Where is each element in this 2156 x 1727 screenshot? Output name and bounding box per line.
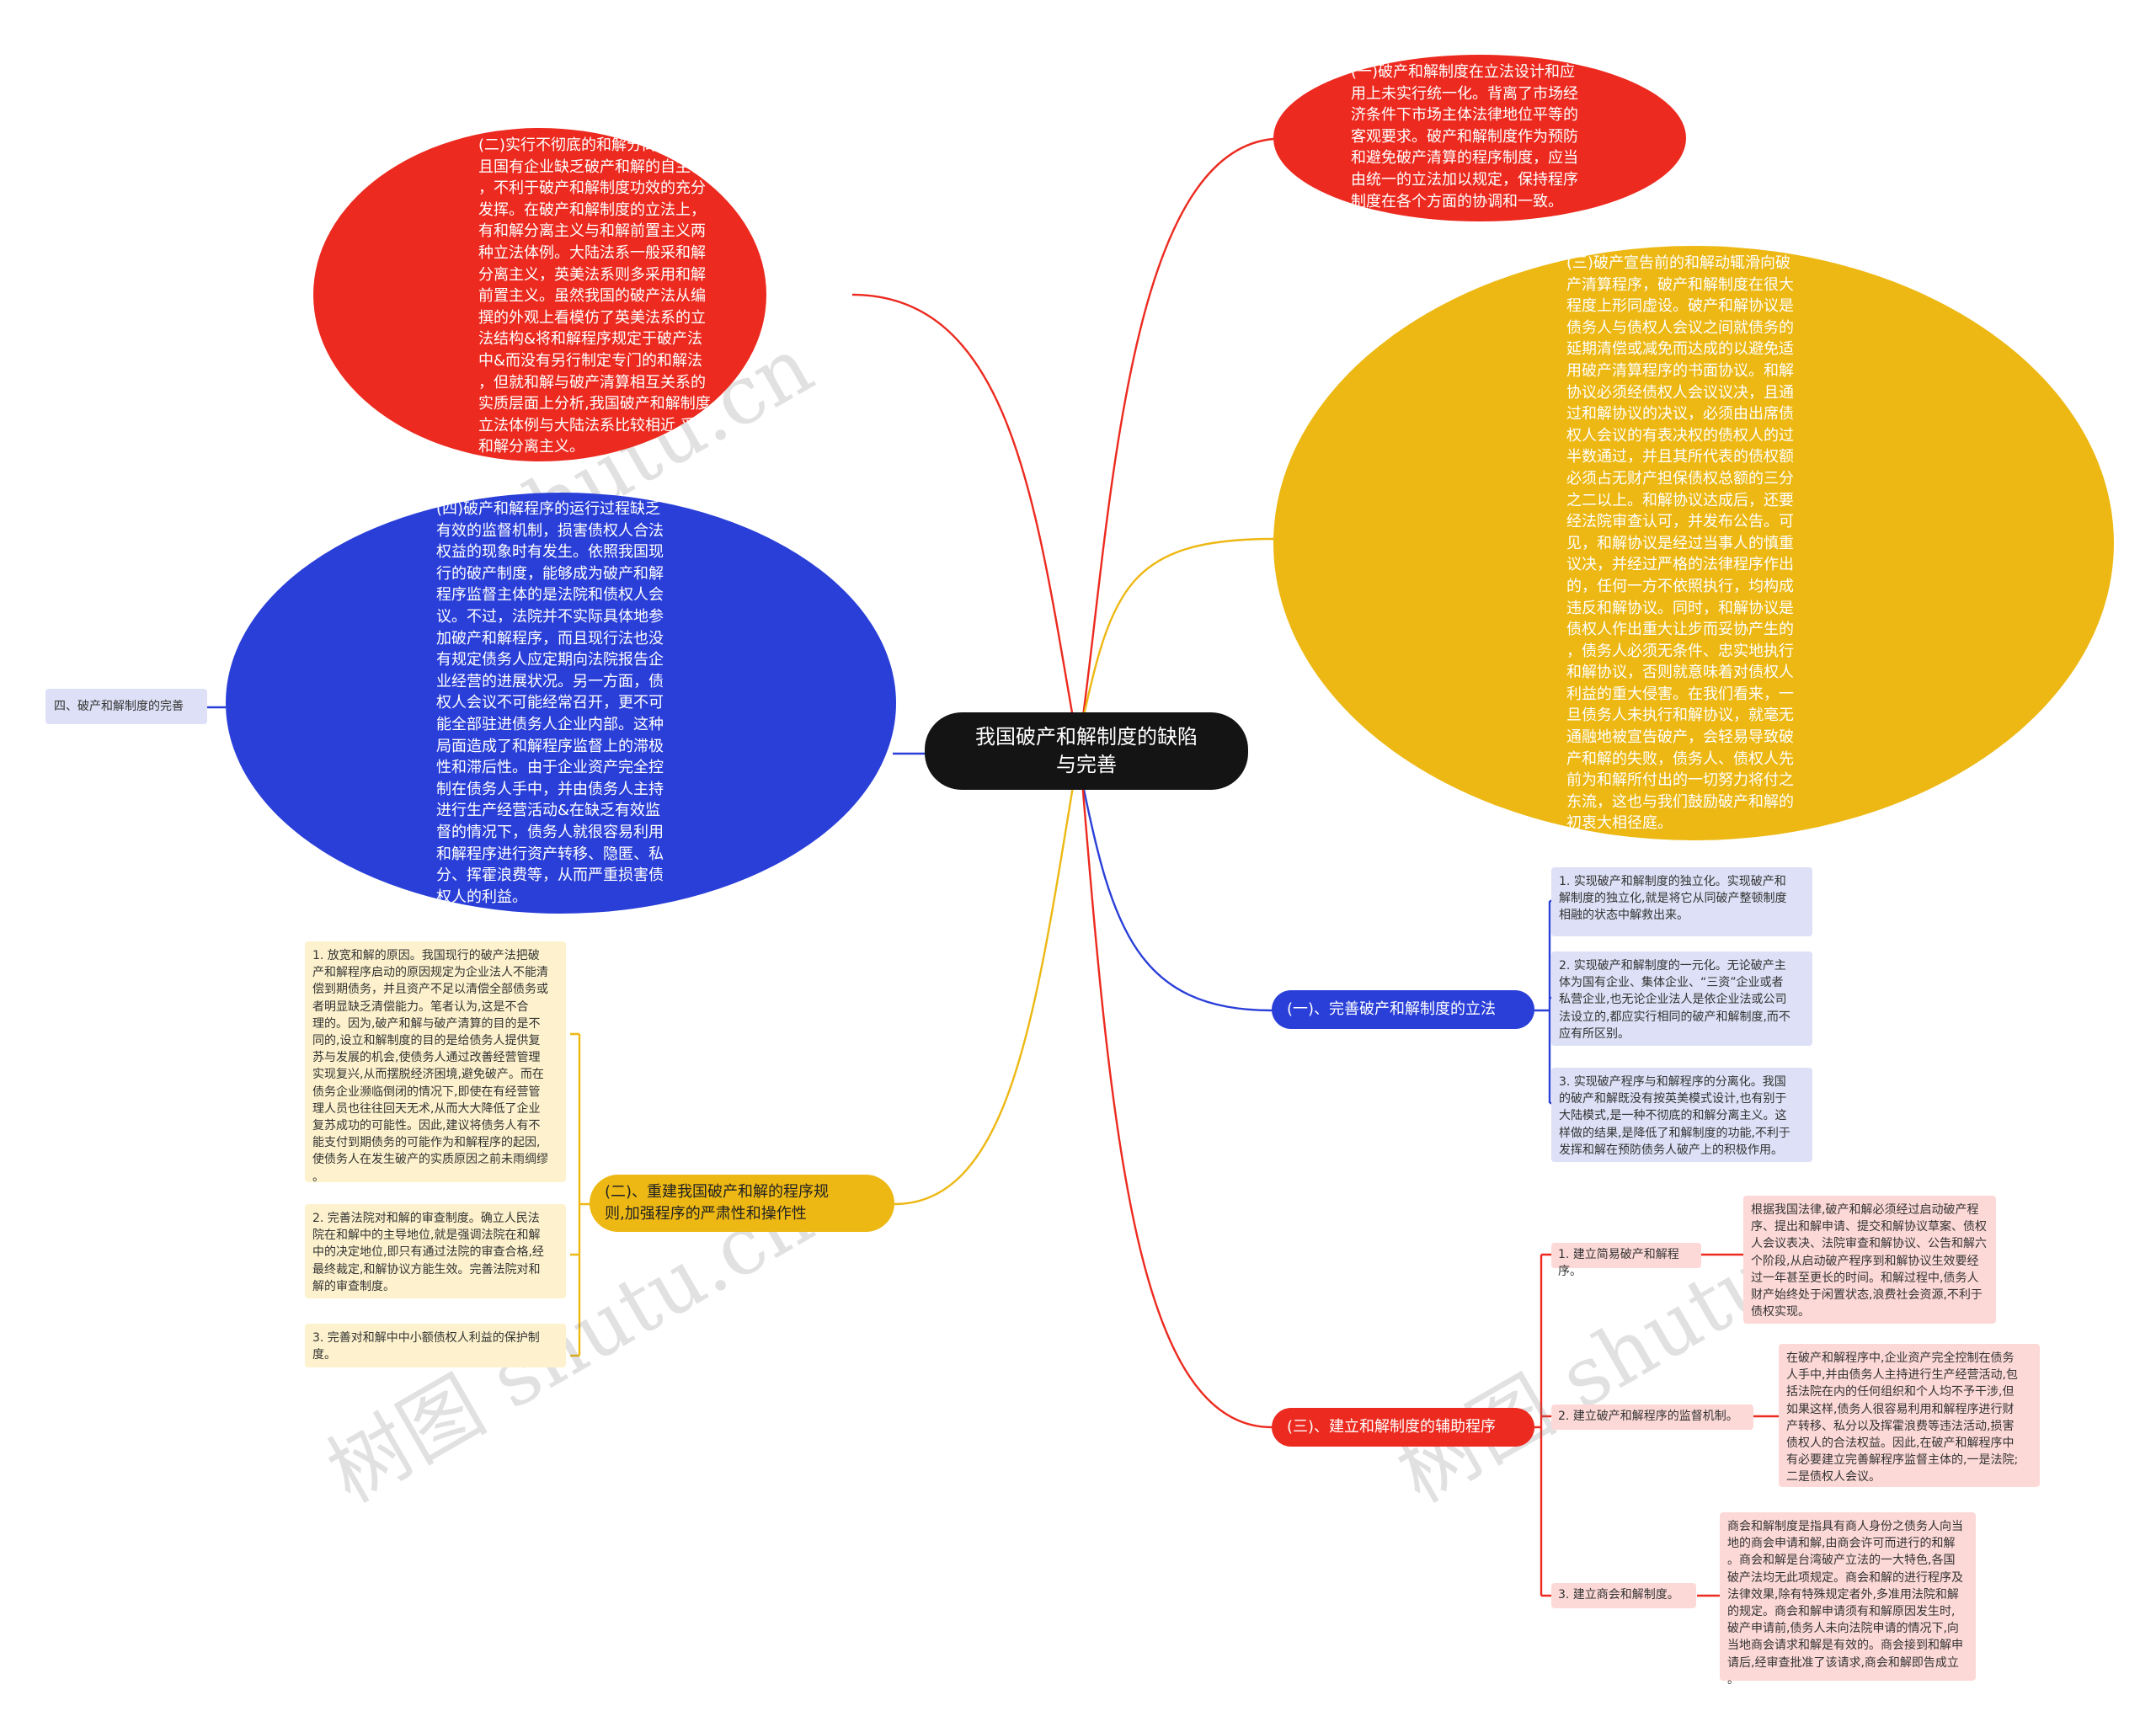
procedure-item-1[interactable]: 1. 放宽和解的原因。我国现行的破产法把破 产和解程序启动的原因规定为企业法人不… [305, 941, 566, 1184]
node-defect-2-text: (二)实行不彻底的和解分离主义， 且国有企业缺乏破产和解的自主权 ，不利于破产和… [478, 136, 711, 456]
node-defect-1-text: (一)破产和解制度在立法设计和应 用上未实行统一化。背离了市场经 济条件下市场主… [1351, 63, 1578, 211]
node-defect-2[interactable]: (二)实行不彻底的和解分离主义， 且国有企业缺乏破产和解的自主权 ，不利于破产和… [313, 128, 766, 461]
branch-auxiliary-label: (三)、建立和解制度的辅助程序 [1287, 1418, 1497, 1436]
auxiliary-item-2-detail-text: 在破产和解程序中,企业资产完全控制在债务 人手中,并由债务人主持进行生产经营活动… [1786, 1351, 2019, 1484]
node-defect-3-text: (三)破产宣告前的和解动辄滑向破 产清算程序，破产和解制度在很大 程度上形同虚设… [1566, 254, 1794, 833]
link-center-b3 [1081, 781, 1273, 1429]
auxiliary-item-1[interactable]: 1. 建立简易破产和解程序。 [1551, 1243, 1701, 1278]
branch-procedure[interactable]: (二)、重建我国破产和解的程序规 则,加强程序的严肃性和操作性 [590, 1175, 894, 1232]
link-b3-children [1534, 1253, 1551, 1597]
procedure-item-2[interactable]: 2. 完善法院对和解的审查制度。确立人民法 院在和解中的主导地位,就是强调法院在… [305, 1204, 566, 1298]
auxiliary-item-3[interactable]: 3. 建立商会和解制度。 [1551, 1583, 1696, 1608]
auxiliary-item-3-detail[interactable]: 商会和解制度是指具有商人身份之债务人向当 地的商会申请和解,由商会许可而进行的和… [1720, 1512, 1976, 1687]
legislation-item-3[interactable]: 3. 实现破产程序与和解程序的分离化。我国 的破产和解既没有按英美模式设计,也有… [1551, 1068, 1812, 1162]
legislation-item-1[interactable]: 1. 实现破产和解制度的独立化。实现破产和 解制度的独立化,就是将它从同破产整顿… [1551, 867, 1812, 936]
procedure-item-3-text: 3. 完善对和解中中小额债权人利益的保护制 度。 [312, 1331, 540, 1362]
link-b2-children [570, 1032, 590, 1357]
auxiliary-item-2[interactable]: 2. 建立破产和解程序的监督机制。 [1551, 1405, 1753, 1430]
node-defect-3[interactable]: (三)破产宣告前的和解动辄滑向破 产清算程序，破产和解制度在很大 程度上形同虚设… [1273, 246, 2114, 840]
legislation-item-2-text: 2. 实现破产和解制度的一元化。无论破产主 体为国有企业、集体企业、“三资”企业… [1559, 959, 1790, 1041]
branch-legislation-label: (一)、完善破产和解制度的立法 [1287, 1000, 1497, 1018]
procedure-item-1-text: 1. 放宽和解的原因。我国现行的破产法把破 产和解程序启动的原因规定为企业法人不… [312, 949, 548, 1184]
branch-legislation[interactable]: (一)、完善破产和解制度的立法 [1272, 990, 1534, 1029]
auxiliary-item-1-detail[interactable]: 根据我国法律,破产和解必须经过启动破产程 序、提出和解申请、提交和解协议草案、债… [1743, 1196, 1996, 1324]
branch-procedure-label: (二)、重建我国破产和解的程序规 则,加强程序的严肃性和操作性 [605, 1183, 830, 1223]
node-improvement-tag[interactable]: 四、破产和解制度的完善 [45, 689, 207, 724]
link-center-l2 [851, 293, 1075, 723]
auxiliary-item-3-text: 3. 建立商会和解制度。 [1558, 1588, 1679, 1602]
node-defect-1[interactable]: (一)破产和解制度在立法设计和应 用上未实行统一化。背离了市场经 济条件下市场主… [1273, 55, 1686, 221]
legislation-item-2[interactable]: 2. 实现破产和解制度的一元化。无论破产主 体为国有企业、集体企业、“三资”企业… [1551, 951, 1812, 1046]
auxiliary-item-3-detail-text: 商会和解制度是指具有商人身份之债务人向当 地的商会申请和解,由商会许可而进行的和… [1727, 1520, 1963, 1687]
legislation-item-1-text: 1. 实现破产和解制度的独立化。实现破产和 解制度的独立化,就是将它从同破产整顿… [1559, 875, 1787, 923]
auxiliary-item-1-text: 1. 建立简易破产和解程序。 [1558, 1248, 1679, 1279]
central-topic-text: 我国破产和解制度的缺陷 与完善 [975, 725, 1198, 776]
link-center-b1 [1081, 781, 1273, 1012]
node-defect-4[interactable]: (四)破产和解程序的运行过程缺乏 有效的监督机制，损害债权人合法 权益的现象时有… [226, 493, 896, 914]
node-improvement-tag-label: 四、破产和解制度的完善 [54, 700, 184, 713]
auxiliary-item-2-detail[interactable]: 在破产和解程序中,企业资产完全控制在债务 人手中,并由债务人主持进行生产经营活动… [1779, 1344, 2040, 1487]
link-center-r1 [1081, 137, 1274, 723]
link-center-r3 [1081, 537, 1274, 723]
auxiliary-item-2-text: 2. 建立破产和解程序的监督机制。 [1558, 1410, 1738, 1423]
procedure-item-3[interactable]: 3. 完善对和解中中小额债权人利益的保护制 度。 [305, 1324, 566, 1367]
node-defect-4-text: (四)破产和解程序的运行过程缺乏 有效的监督机制，损害债权人合法 权益的现象时有… [436, 500, 664, 906]
auxiliary-item-1-detail-text: 根据我国法律,破产和解必须经过启动破产程 序、提出和解申请、提交和解协议草案、债… [1751, 1203, 1987, 1319]
central-topic[interactable]: 我国破产和解制度的缺陷 与完善 [925, 712, 1248, 790]
legislation-item-3-text: 3. 实现破产程序与和解程序的分离化。我国 的破产和解既没有按英美模式设计,也有… [1559, 1075, 1790, 1157]
procedure-item-2-text: 2. 完善法院对和解的审查制度。确立人民法 院在和解中的主导地位,就是强调法院在… [312, 1212, 544, 1293]
link-center-b2 [894, 781, 1075, 1206]
branch-auxiliary[interactable]: (三)、建立和解制度的辅助程序 [1272, 1408, 1534, 1447]
